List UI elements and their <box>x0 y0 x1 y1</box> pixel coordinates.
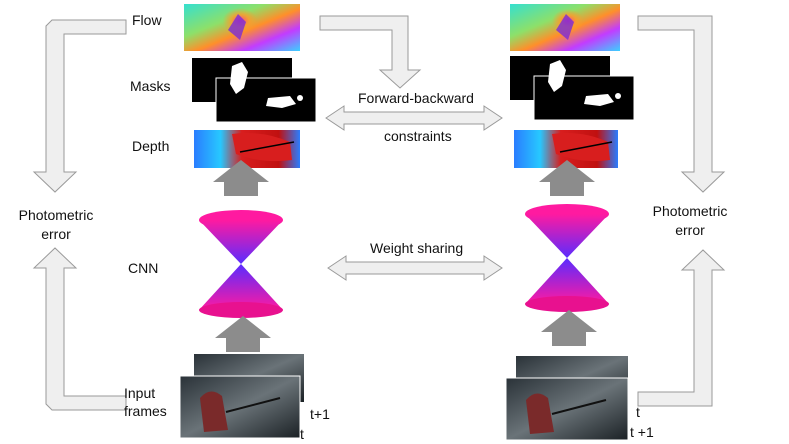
flow-to-masks-arrow <box>319 15 422 89</box>
weight-sharing-label: Weight sharing <box>370 240 464 256</box>
cnn-cone-right <box>525 204 609 312</box>
photometric-error-right-label: Photometric error <box>652 203 728 238</box>
frame-t1-left-label: t+1 <box>310 406 330 422</box>
weight-sharing-double-arrow <box>327 255 503 281</box>
forward-backward-double-arrow <box>325 105 503 131</box>
frame-t1-right-label: t +1 <box>630 424 654 440</box>
flow-label: Flow <box>132 12 162 28</box>
forward-backward-label: Forward-backward <box>358 90 474 106</box>
photometric-arrow-bottom-right <box>637 249 726 407</box>
up-arrow-cnn-right <box>541 310 597 346</box>
input-frames-label: Input frames <box>124 385 167 419</box>
photometric-arrow-top-right <box>637 15 726 193</box>
up-arrow-depth-right <box>539 160 595 196</box>
frame-t-right-label: t <box>636 404 640 420</box>
photometric-arrow-top-left <box>32 19 127 193</box>
photometric-arrow-bottom-left <box>32 247 127 411</box>
input-frames-left <box>179 354 304 439</box>
constraints-label: constraints <box>384 128 452 144</box>
frame-t-left-label: t <box>300 426 304 442</box>
cnn-cone-left <box>199 210 283 318</box>
mask-images-left <box>192 58 317 123</box>
photometric-error-left-label: Photometric error <box>18 207 94 242</box>
depth-label: Depth <box>132 138 170 154</box>
up-arrow-cnn-left <box>215 316 271 352</box>
cnn-label: CNN <box>128 260 159 276</box>
up-arrow-depth-left <box>213 160 269 196</box>
flow-image-right <box>510 4 620 51</box>
input-frames-right <box>505 356 629 441</box>
mask-images-right <box>510 56 635 121</box>
depth-image-left <box>194 130 300 168</box>
masks-label: Masks <box>130 78 171 94</box>
flow-image-left <box>184 4 300 51</box>
